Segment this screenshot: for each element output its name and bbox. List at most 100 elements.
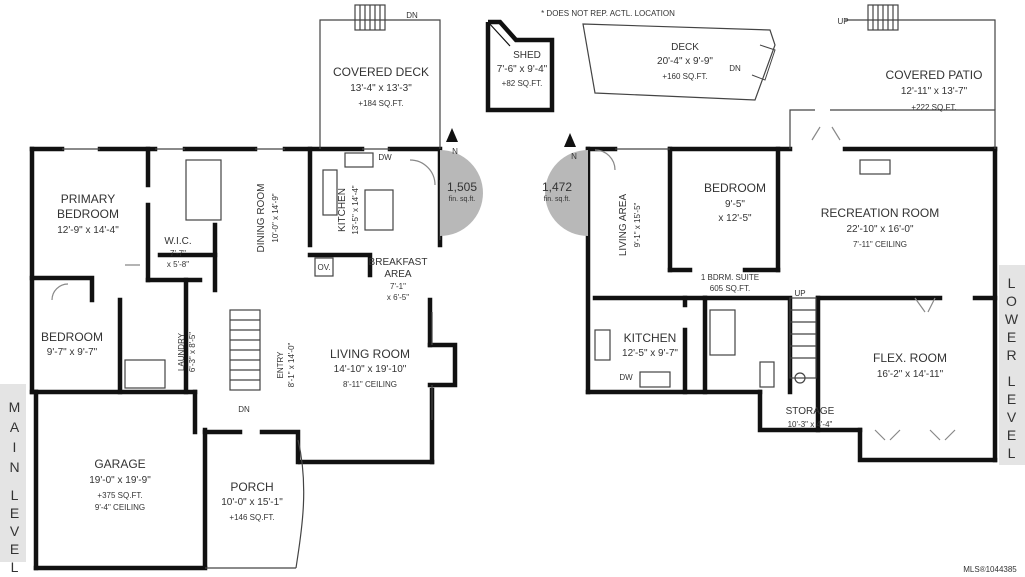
wic-name: W.I.C. [164,236,191,247]
main-level-letter: L [11,487,20,503]
living-dims: 14'-10" x 19'-10" [334,364,407,375]
main-level-letter: V [10,523,20,539]
covered-deck-area: +184 SQ.FT. [358,99,403,108]
suite-area: 605 SQ.FT. [710,284,750,293]
bedroom-dims: 9'-7" x 9'-7" [47,347,98,358]
shed-dims: 7'-6" x 9'-4" [497,64,548,75]
lower-level-letter: E [1007,427,1017,443]
living-ceiling: 8'-11" CEILING [343,380,397,389]
up-tag: UP [837,17,848,26]
main-level-walls [29,146,458,571]
covered-patio-dims: 12'-11" x 13'-7" [901,86,968,97]
lower-level-banner: L O W E R L E V E L [999,265,1025,465]
recreation-dims: 22'-10" x 16'-0" [846,224,914,235]
lower-level-labels: UP COVERED PATIO 12'-11" x 13'-7" +222 S… [618,17,982,429]
lower-level-letter: W [1005,311,1019,327]
laundry-name: LAUNDRY [177,332,186,371]
kitchen-name: KITCHEN [337,188,348,232]
lower-level-details [594,4,996,441]
lower-level-letter: E [1007,391,1017,407]
breakfast-name: BREAKFAST [369,257,428,268]
lower-level-letter: L [1008,373,1017,389]
flex-dims: 16'-2" x 14'-11" [877,369,944,380]
primary-bedroom-name: PRIMARY [61,192,115,206]
recreation-ceiling: 7'-11" CEILING [853,240,907,249]
covered-patio-area: +222 SQ.FT. [911,103,956,112]
deck-area: +160 SQ.FT. [662,72,707,81]
location-note: * DOES NOT REP. ACTL. LOCATION [541,9,675,18]
lower-kitchen-name: KITCHEN [624,331,677,345]
main-north-compass: N 1,505 fin. sq.ft. [440,128,483,236]
laundry-dims: 6'-3" x 8'-5" [188,332,197,372]
deck-dims: 20'-4" x 9'-9" [657,56,713,67]
main-level-banner: M A I N L E V E L [0,384,26,575]
covered-deck-name: COVERED DECK [333,65,429,79]
oven-tag: OV. [317,263,330,272]
recreation-name: RECREATION ROOM [821,206,939,220]
storage-dims: 10'-3" x 4'-4" [788,420,833,429]
deck-name: DECK [671,42,699,53]
main-level-labels: DN COVERED DECK 13'-4" x 13'-3" +184 SQ.… [41,11,429,522]
main-level-letter: N [9,459,20,475]
porch-name: PORCH [230,480,273,494]
main-level-letter: E [10,541,20,557]
suite-name: 1 BDRM. SUITE [701,273,759,282]
dw-tag: DW [378,153,392,162]
deck-dn-tag: DN [729,64,741,73]
lower-north-compass: N 1,472 fin. sq.ft. [542,133,588,236]
main-level-letter: I [13,439,18,455]
lower-kitchen-dims: 12'-5" x 9'-7" [622,348,678,359]
breakfast-name2: AREA [384,269,412,280]
lower-level-letter: L [1008,275,1017,291]
mls-watermark: MLS®1044385 [963,565,1017,574]
living-name: LIVING ROOM [330,347,410,361]
wic-dims: 7'-7" [170,249,186,258]
lower-sqft-value: 1,472 [542,180,572,194]
lower-dw-tag: DW [619,373,633,382]
entry-dims: 8'-1" x 14'-0" [287,342,296,387]
porch-dims: 10'-0" x 15'-1" [221,497,283,508]
main-level-letter: L [11,559,20,575]
covered-patio-name: COVERED PATIO [886,68,983,82]
lower-level-letter: E [1007,329,1017,345]
lower-bedroom-name: BEDROOM [704,181,766,195]
main-sqft-value: 1,505 [447,180,477,194]
kitchen-dims: 13'-5" x 14'-4" [351,185,360,234]
dn-tag: DN [406,11,418,20]
breakfast-dims: 7'-1" [390,282,406,291]
dn-entry-tag: DN [238,405,250,414]
storage-name: STORAGE [786,406,835,417]
covered-deck-dims: 13'-4" x 13'-3" [350,83,412,94]
lower-level-letter: R [1006,347,1017,363]
dining-dims: 10'-0" x 14'-9" [271,193,280,242]
main-sqft-unit: fin. sq.ft. [449,196,476,203]
lower-level-letter: V [1007,409,1017,425]
primary-bedroom-name2: BEDROOM [57,207,119,221]
dining-name: DINING ROOM [256,184,267,253]
lower-sqft-unit: fin. sq.ft. [544,196,571,203]
main-level-letter: M [9,399,22,415]
garage-name: GARAGE [94,457,145,471]
shed-area: +82 SQ.FT. [502,79,543,88]
main-level-letter: A [10,419,20,435]
lower-level-letter: O [1006,293,1018,309]
entry-name: ENTRY [276,351,285,379]
lower-bedroom-dims2: x 12'-5" [718,213,752,224]
garage-area: +375 SQ.FT. [97,491,142,500]
bedroom-name: BEDROOM [41,330,103,344]
wic-dims2: x 5'-8" [167,260,189,269]
living-area-dims: 9'-1" x 15'-5" [633,202,642,247]
garage-ceiling: 9'-4" CEILING [95,503,145,512]
garage-dims: 19'-0" x 19'-9" [89,475,151,486]
lower-level-letter: L [1008,445,1017,461]
porch-area: +146 SQ.FT. [229,513,274,522]
shed: SHED 7'-6" x 9'-4" +82 SQ.FT. [485,19,555,113]
breakfast-dims2: x 6'-5" [387,293,409,302]
north-label: N [452,147,458,156]
shed-name: SHED [513,50,541,61]
main-level-letter: E [10,505,20,521]
lower-up-tag: UP [794,289,805,298]
primary-bedroom-dims: 12'-9" x 14'-4" [57,225,119,236]
living-area-name: LIVING AREA [618,194,629,257]
